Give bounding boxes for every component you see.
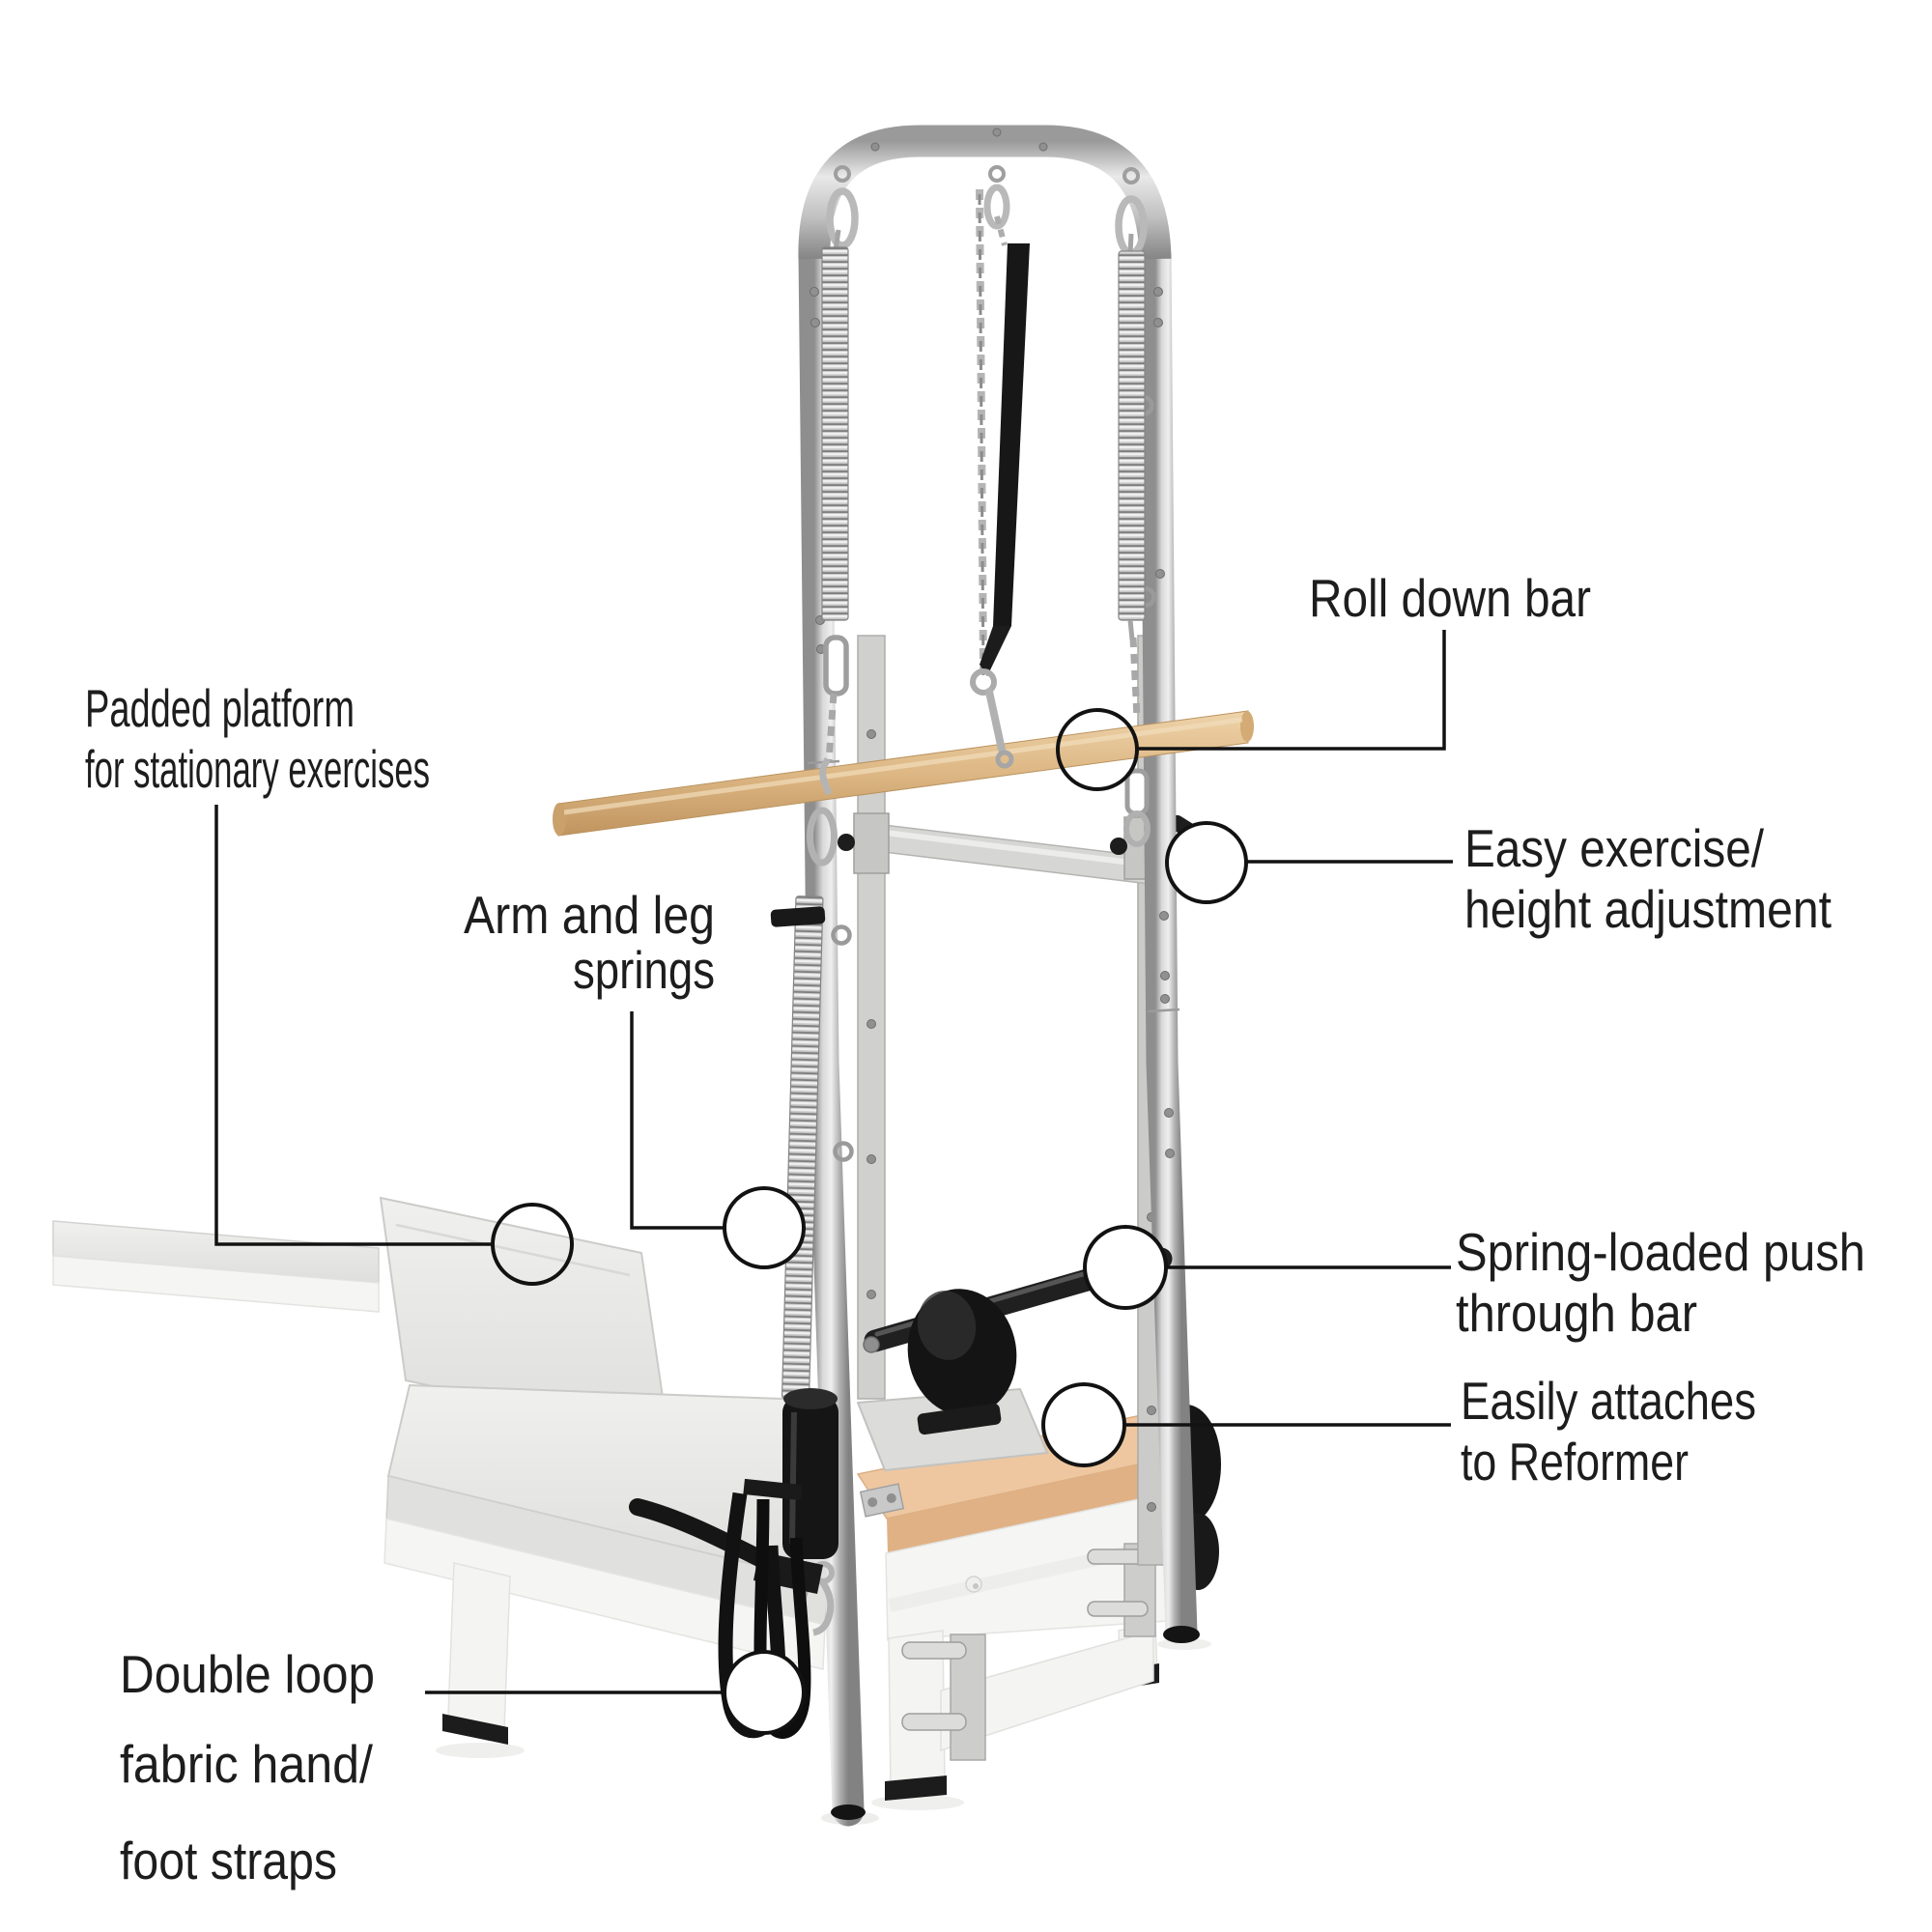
chain-right [1129,637,1141,720]
label-double-loop-3: foot straps [120,1831,337,1890]
snap-hook-left [819,756,833,796]
turnbuckle-right [1124,768,1150,816]
label-push-through-2: through bar [1456,1283,1697,1343]
pivot-bolt [863,1336,880,1353]
callout-circle-push-through [1083,1225,1168,1310]
black-strap [993,243,1030,626]
lower-snap-hook [812,1577,835,1636]
tower-tube-left [798,237,865,1827]
wood-board-front [887,1453,1193,1555]
label-height-adjustment-1: Easy exercise/ [1464,818,1765,878]
spring-left [821,246,849,621]
chain-left [825,693,838,762]
strap-loop-2 [753,1498,811,1739]
label-padded-platform-1: Padded platform [85,678,355,738]
label-arm-leg-springs-2: springs [573,940,715,1000]
bed-white-frame [384,1518,826,1670]
bar-highlight [563,717,1243,815]
eyelet-top-right [1122,167,1140,185]
tower-tube-top [798,125,1172,260]
board-bracket [859,1483,905,1518]
crossbar-highlight [868,828,1156,868]
tube-foot-left [831,1804,866,1820]
draped-strap [629,1498,770,1568]
black-strap-fold [980,626,1011,676]
label-push-through-1: Spring-loaded push [1456,1222,1865,1282]
callout-circle-arm-leg-springs [723,1186,806,1269]
label-arm-leg-springs-1: Arm and leg [464,885,715,945]
push-bar-cushion [907,1289,1017,1435]
bar-end-right [1240,711,1254,742]
hinge-right-pin-bottom [1087,1601,1149,1617]
label-height-adjustment-2: height adjustment [1464,879,1832,939]
crossbar [867,822,1158,886]
bed-far-base [52,1255,380,1313]
carabiner-below-bar-left [807,807,838,867]
labels: Padded platform for stationary exercises… [85,568,1865,1890]
label-attaches-reformer-2: to Reformer [1461,1432,1689,1492]
bracket-bolt-left [838,834,855,851]
chain-link-top [994,215,1008,246]
callout-line-padded-platform [214,805,492,1246]
callout-line-roll-down-bar [1138,630,1446,751]
hanging-chain-links [978,193,985,676]
callout-circle-padded-platform [491,1203,574,1286]
spring-right [1118,250,1146,621]
hinge-left-pin-bottom [901,1713,967,1731]
bed-leg [447,1562,511,1730]
turnbuckle-left [823,635,849,696]
label-attaches-reformer-1: Easily attaches [1461,1371,1756,1431]
tube-foot-right [1163,1626,1200,1643]
strap-connector [743,1478,803,1501]
bracket-bolt-right [1110,838,1127,855]
callout-line-arm-leg-springs [630,1011,724,1230]
eyelet-top-center [988,165,1006,183]
leg-shadow [436,1743,525,1758]
arm-leg-spring-lower [629,895,838,1636]
box-knob-dot [973,1583,979,1589]
top-carabiners [826,165,1148,257]
callouts [214,630,1453,1735]
tower-tube-right [1139,252,1198,1634]
label-roll-down-bar: Roll down bar [1309,568,1591,628]
callout-circle-double-loop [723,1650,806,1735]
tube-seam-right [1147,1008,1180,1013]
sleeve-sheen [789,1411,797,1545]
bed-leg-foot [442,1714,508,1745]
box-leg-left-foot [885,1776,947,1801]
sleeve-cap [783,1388,838,1409]
hinge-left-pin-top [901,1641,967,1660]
strap-snap-hook [985,688,1006,753]
flat-post-left [857,635,886,1400]
eyelet-top-left [834,165,851,183]
upper-springs [807,229,1151,867]
label-padded-platform-2: for stationary exercises [85,739,430,799]
headrest-seam [395,1223,631,1277]
label-double-loop-2: fabric hand/ [120,1734,374,1794]
crossbar-bracket-left [853,812,890,874]
callout-circle-height-adjustment [1165,821,1248,904]
spring-clip [770,906,826,927]
post-screws [867,691,1156,1512]
ring-right [1123,810,1151,847]
roll-down-bar [553,710,1254,837]
spring-hook-right-bottom [1127,619,1135,640]
strap-ring [970,668,997,696]
carabiner-left [826,187,859,249]
carabiner-center [983,184,1010,230]
callout-circle-roll-down-bar [1056,708,1139,791]
callout-circle-attaches-reformer [1041,1382,1126,1467]
label-double-loop-1: Double loop [120,1644,375,1704]
center-chain-strap [970,188,1030,769]
bar-end-left [553,803,566,836]
snap-hook-eye [995,750,1014,769]
